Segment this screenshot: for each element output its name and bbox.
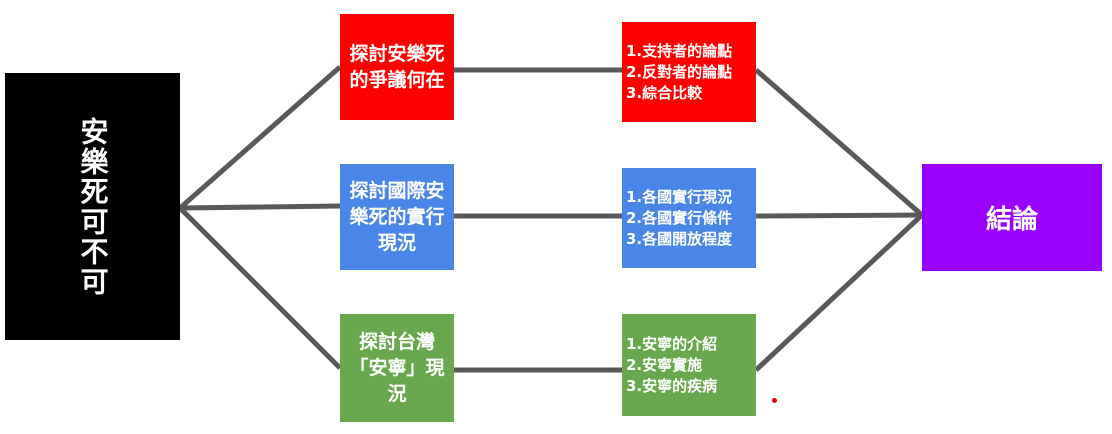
connector-main-topic2 bbox=[179, 203, 341, 211]
connector-detail3-conclusion bbox=[754, 213, 924, 372]
conclusion-box: 結論 bbox=[922, 164, 1102, 271]
detail-box-international: 1.各國實行現況 2.各國實行條件 3.各國開放程度 bbox=[622, 168, 756, 268]
red-dot-marker bbox=[772, 398, 777, 403]
conclusion-label: 結論 bbox=[985, 205, 1038, 235]
topic-box-international: 探討國際安樂死的實行現況 bbox=[340, 164, 454, 270]
connector-detail1-conclusion bbox=[754, 68, 924, 217]
detail-box-controversy: 1.支持者的論點 2.反對者的論點 3.綜合比較 bbox=[622, 22, 756, 122]
topic-label: 探討台灣「安寧」現況 bbox=[349, 331, 445, 405]
topic-label: 探討安樂死的爭議何在 bbox=[349, 43, 445, 91]
detail-list: 1.支持者的論點 2.反對者的論點 3.綜合比較 bbox=[626, 41, 733, 102]
detail-box-taiwan-hospice: 1.安寧的介紹 2.安寧實施 3.安寧的疾病 bbox=[622, 314, 756, 416]
connector-main-topic3 bbox=[178, 206, 342, 370]
topic-box-taiwan-hospice: 探討台灣「安寧」現況 bbox=[340, 314, 454, 422]
detail-list: 1.安寧的介紹 2.安寧實施 3.安寧的疾病 bbox=[626, 334, 718, 395]
main-topic-box: 安樂死可不可 bbox=[5, 73, 180, 340]
connector-detail2-conclusion bbox=[755, 212, 923, 219]
main-topic-label: 安樂死可不可 bbox=[76, 116, 110, 297]
connector-main-topic1 bbox=[178, 65, 342, 210]
detail-list: 1.各國實行現況 2.各國實行條件 3.各國開放程度 bbox=[626, 187, 733, 248]
topic-label: 探討國際安樂死的實行現況 bbox=[349, 180, 445, 254]
topic-box-controversy: 探討安樂死的爭議何在 bbox=[340, 14, 454, 120]
